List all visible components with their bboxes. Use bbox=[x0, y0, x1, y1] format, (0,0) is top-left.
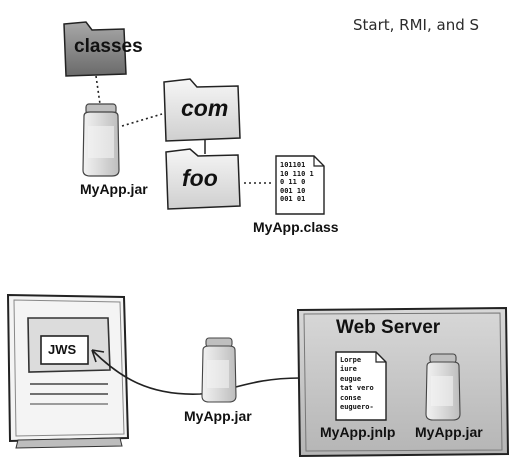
jar-icon bbox=[82, 103, 120, 177]
jnlp-file-line: euguero- bbox=[340, 403, 374, 412]
com-folder-icon bbox=[163, 78, 241, 142]
dotted-connector bbox=[95, 75, 101, 105]
classes-folder-icon bbox=[63, 21, 127, 77]
jnlp-file-label: MyApp.jnlp bbox=[320, 424, 396, 440]
class-file-line: 001 01 bbox=[280, 195, 306, 204]
class-file-contents: 101101 10 110 1 0 11 0 001 10 001 01 bbox=[280, 161, 314, 204]
foo-folder-label: foo bbox=[182, 165, 218, 191]
download-arrow bbox=[91, 349, 301, 395]
class-file-line: 10 110 1 bbox=[280, 169, 314, 178]
jnlp-file-line: Lorpe bbox=[340, 356, 362, 364]
jnlp-file-line: iure bbox=[340, 365, 357, 374]
class-file-line: 001 10 bbox=[280, 186, 306, 195]
dotted-connector bbox=[121, 113, 163, 127]
server-jar-icon bbox=[425, 353, 461, 421]
class-file-line: 0 11 0 bbox=[280, 178, 306, 187]
middle-jar-label: MyApp.jar bbox=[184, 408, 252, 424]
jnlp-file-contents: Lorpe iure eugue tat vero conse euguero- bbox=[340, 356, 374, 412]
header-text: Start, RMI, and S bbox=[353, 16, 480, 34]
foo-folder-icon bbox=[165, 148, 241, 210]
com-folder-label: com bbox=[181, 95, 229, 121]
class-file-icon bbox=[275, 155, 325, 215]
jnlp-file-icon bbox=[335, 351, 387, 421]
middle-jar-icon bbox=[201, 337, 237, 403]
jnlp-file-line: conse bbox=[340, 393, 362, 402]
jnlp-file-line: eugue bbox=[340, 374, 362, 383]
web-server-title: Web Server bbox=[336, 317, 441, 338]
jws-box bbox=[40, 335, 89, 365]
jws-label: JWS bbox=[48, 342, 77, 357]
classes-folder-label: classes bbox=[74, 36, 143, 57]
jar-label: MyApp.jar bbox=[80, 181, 148, 197]
class-file-label: MyApp.class bbox=[253, 219, 339, 235]
client-computer-icon bbox=[6, 293, 130, 449]
jnlp-file-line: tat vero bbox=[340, 384, 374, 393]
server-jar-label: MyApp.jar bbox=[415, 424, 483, 440]
class-file-line: 101101 bbox=[280, 161, 306, 169]
